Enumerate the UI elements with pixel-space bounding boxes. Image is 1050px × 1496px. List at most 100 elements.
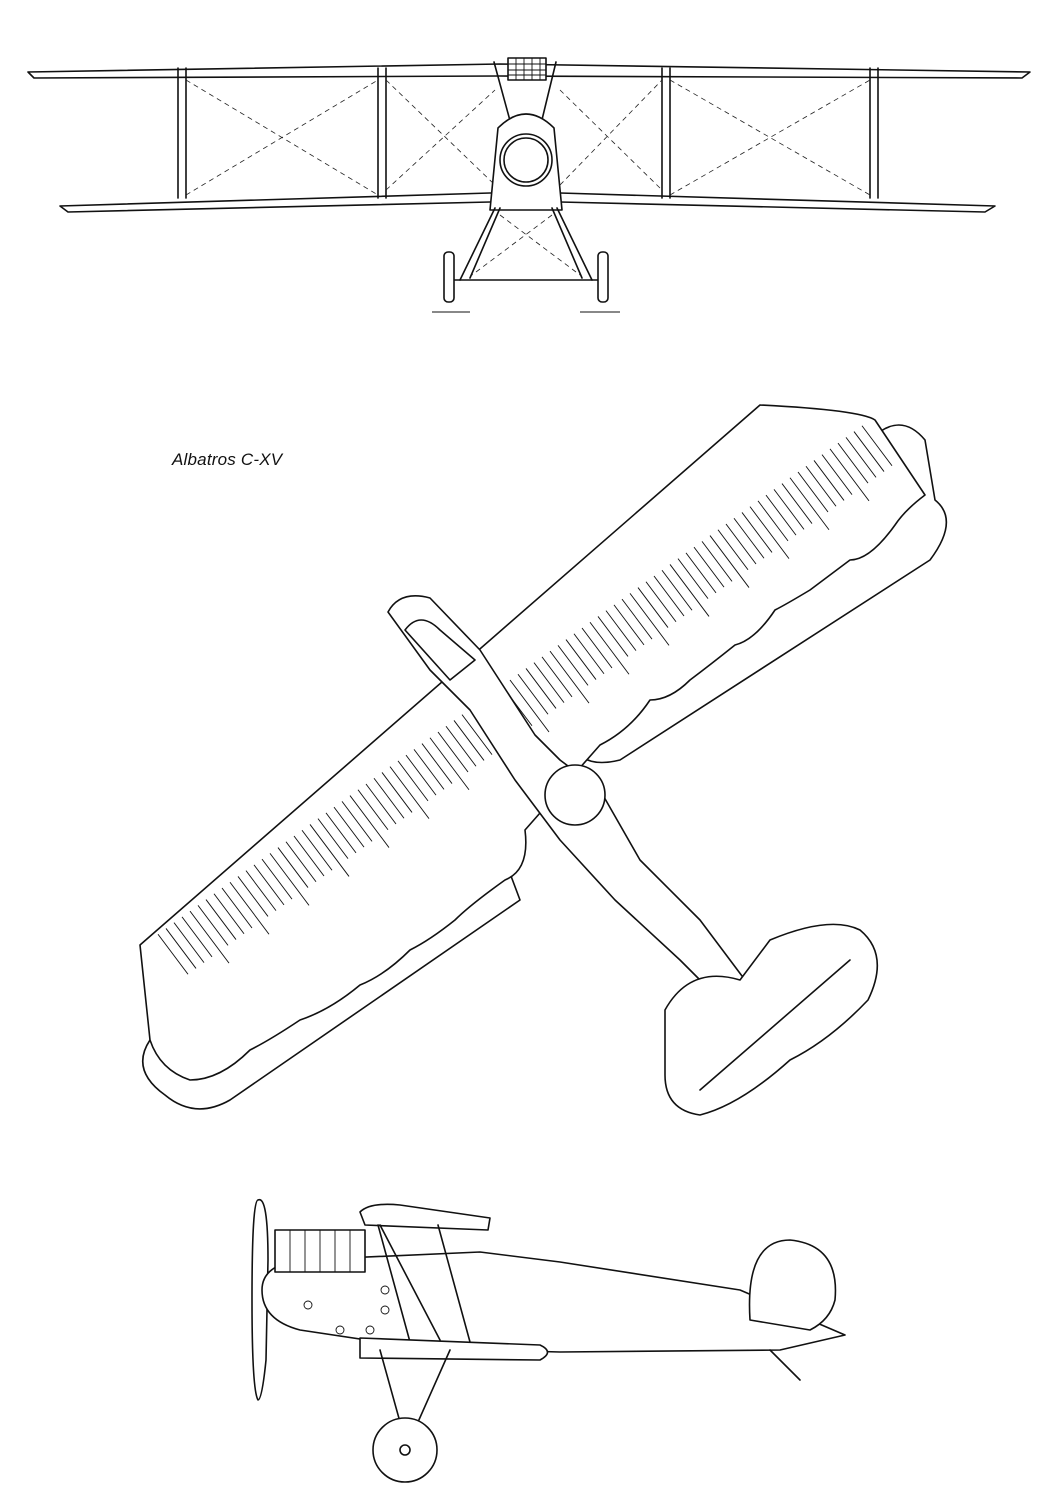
- wing-rib: [413, 749, 445, 790]
- wing-rib: [797, 471, 829, 513]
- wing-rib: [213, 893, 245, 935]
- wing-rib: [781, 483, 813, 524]
- wing-rib: [237, 876, 269, 917]
- wing-rib: [285, 841, 317, 883]
- wing-rib: [245, 870, 277, 911]
- wing-rib: [181, 916, 213, 958]
- wing-rib: [205, 899, 237, 940]
- wing-rib: [557, 645, 589, 686]
- interplane-struts: [177, 67, 879, 199]
- lower-wing-side: [359, 1337, 549, 1361]
- cockpit: [404, 619, 476, 681]
- right-wheel: [597, 251, 609, 303]
- wing-rib: [405, 754, 437, 796]
- wing-rib: [605, 610, 637, 651]
- wing-rib: [293, 835, 325, 877]
- tail-fin: [748, 1239, 837, 1331]
- wheel-side: [372, 1417, 438, 1483]
- wing-rib: [589, 621, 630, 675]
- wing-rib: [157, 933, 189, 975]
- wing-rib: [525, 668, 557, 709]
- engine-plan: [544, 764, 606, 826]
- wing-rib: [685, 552, 717, 594]
- wing-rib: [805, 465, 837, 507]
- wing-rib: [677, 558, 709, 599]
- wing-rib: [845, 437, 877, 478]
- wing-rib: [253, 864, 285, 906]
- wing-rib: [701, 541, 733, 582]
- wing-rib: [389, 766, 430, 819]
- wing-rib: [309, 824, 350, 877]
- upper-wing-side: [359, 1203, 491, 1231]
- wing-rib: [669, 564, 710, 617]
- wing-rib: [517, 673, 549, 715]
- wing-rib: [437, 731, 469, 773]
- wing-rib: [621, 598, 653, 640]
- wing-rib: [733, 517, 765, 559]
- propeller: [251, 1198, 269, 1401]
- wing-rib: [317, 818, 349, 859]
- wing-rib: [613, 604, 645, 646]
- wing-rib: [341, 801, 373, 842]
- wing-rib: [637, 587, 669, 628]
- wing-rib: [229, 881, 270, 935]
- wing-ribs: [157, 425, 893, 975]
- wing-rib: [333, 806, 365, 848]
- wing-rib: [221, 887, 253, 929]
- wing-rib: [653, 575, 685, 617]
- wing-rib: [661, 569, 693, 611]
- wing-rib: [365, 783, 397, 825]
- wing-rib: [837, 442, 869, 484]
- wing-rib: [397, 760, 429, 802]
- wing-rib: [813, 460, 845, 501]
- wing-rib: [645, 581, 677, 623]
- wing-rib: [581, 627, 613, 669]
- engine-nose-ring: [499, 133, 553, 187]
- wing-rib: [461, 714, 493, 755]
- wing-rib: [573, 633, 605, 675]
- wing-rib: [421, 743, 453, 784]
- wing-rib: [173, 922, 205, 963]
- wing-rib: [277, 847, 309, 888]
- wing-rib: [757, 500, 789, 542]
- wing-rib: [597, 616, 629, 657]
- wing-rib: [821, 454, 853, 495]
- wing-rib: [325, 812, 357, 854]
- wing-rib: [717, 529, 749, 571]
- wing-rib: [445, 725, 477, 767]
- wing-rib: [349, 795, 390, 848]
- wing-rib: [269, 853, 310, 906]
- left-wheel: [443, 251, 455, 303]
- wing-rib: [861, 425, 893, 467]
- wing-rib: [189, 910, 230, 964]
- wing-rib: [749, 506, 790, 559]
- wing-rib: [565, 639, 597, 680]
- wing-rib: [197, 905, 229, 946]
- wing-rib: [693, 546, 725, 588]
- wing-rib: [301, 829, 333, 871]
- wing-rib: [853, 431, 885, 472]
- portholes: [303, 1285, 390, 1335]
- wing-rib: [453, 720, 485, 761]
- wing-rib: [165, 928, 197, 969]
- bracing-wires: [185, 79, 871, 196]
- wing-rib: [357, 789, 389, 831]
- wing-rib: [725, 523, 757, 565]
- wing-rib: [381, 772, 413, 813]
- wing-rib: [789, 477, 830, 531]
- wing-rib: [509, 679, 550, 733]
- wing-rib: [261, 858, 293, 900]
- tailplane: [664, 923, 879, 1116]
- wing-rib: [373, 777, 405, 819]
- wing-rib: [829, 448, 870, 502]
- wing-rib: [629, 593, 670, 646]
- aircraft-caption: Albatros C-XV: [172, 450, 283, 469]
- wing-rib: [709, 535, 750, 588]
- wing-rib: [549, 650, 590, 704]
- wing-rib: [765, 494, 797, 536]
- radiator: [507, 57, 547, 81]
- wing-rib: [533, 662, 565, 703]
